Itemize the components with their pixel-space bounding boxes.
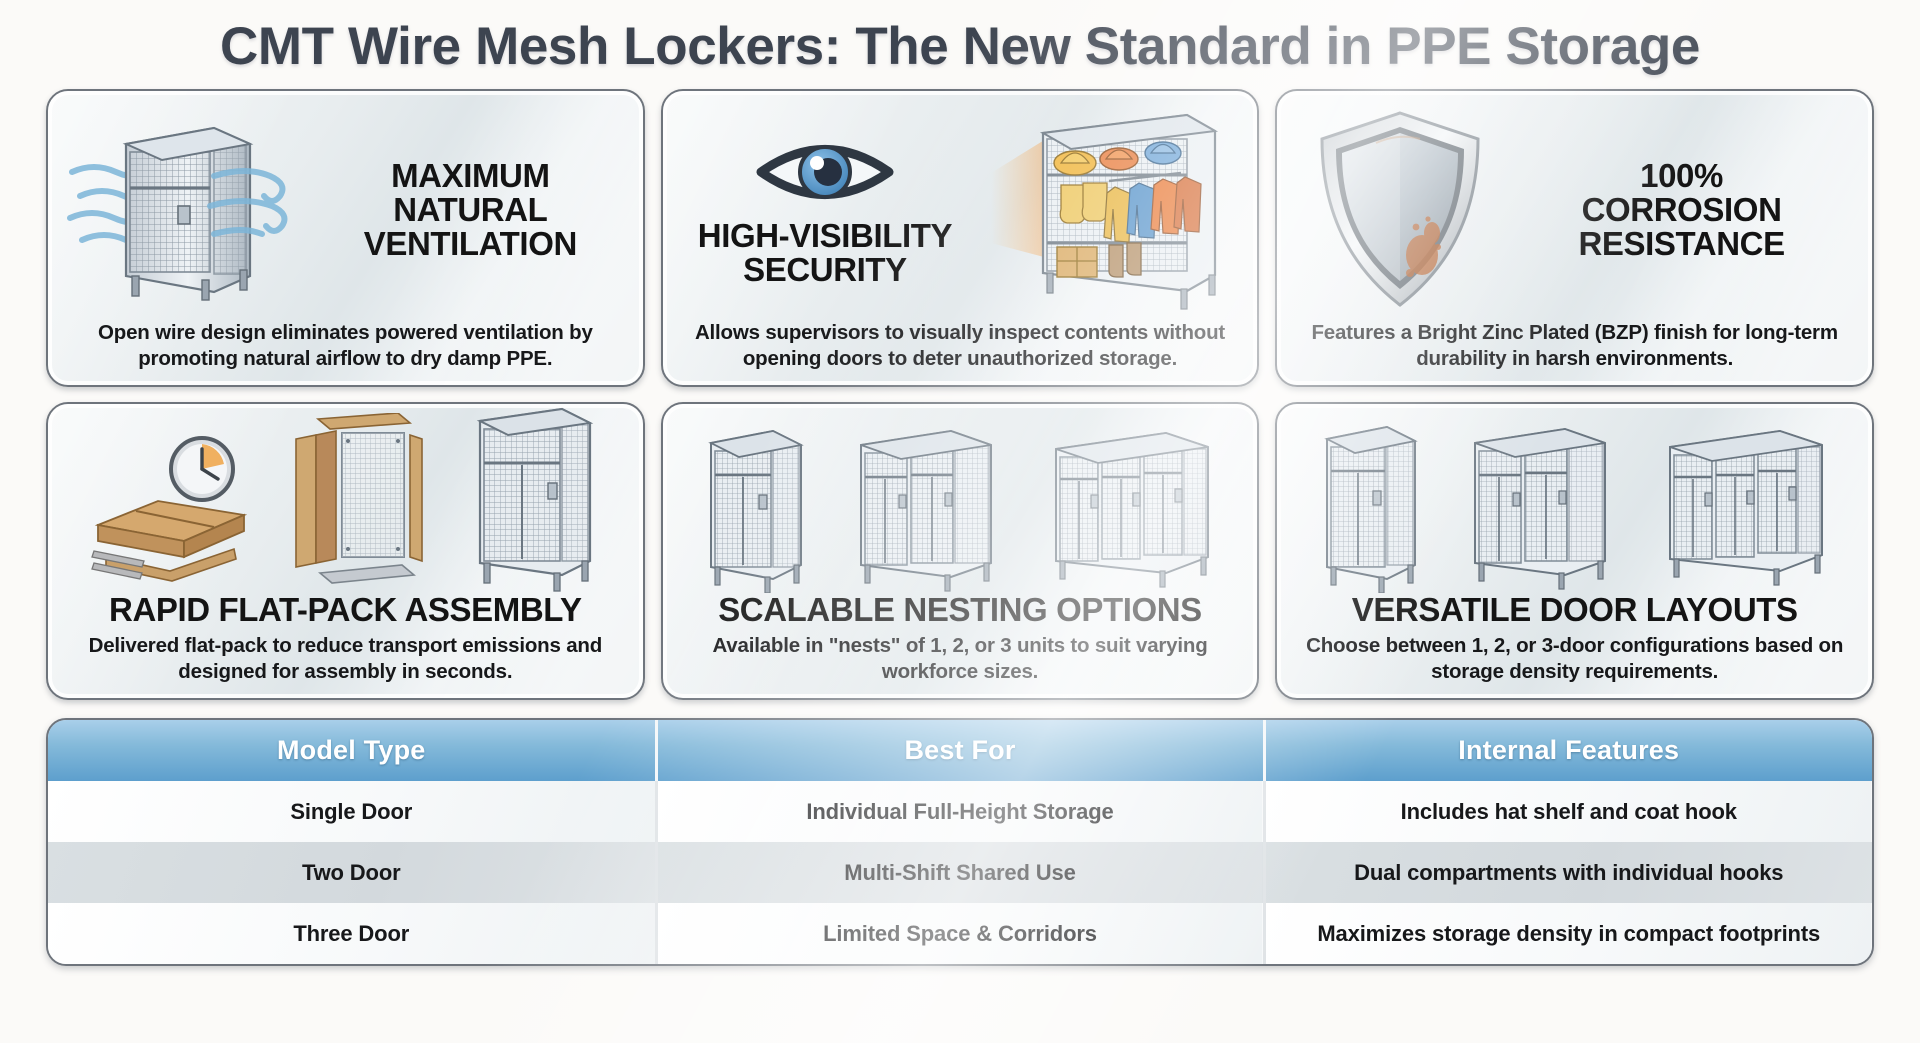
card-art (663, 404, 1258, 594)
bottom-rail (318, 564, 417, 585)
exploded-panels-icon (295, 413, 424, 585)
model-comparison-table: Model Type Best For Internal Features Si… (46, 718, 1874, 966)
card-heading: 100% CORROSION RESISTANCE (1578, 156, 1785, 262)
feature-card-rapid-flat-pack-assembly[interactable]: RAPID FLAT-PACK ASSEMBLY Delivered flat-… (46, 402, 645, 700)
eye-icon (756, 144, 894, 199)
card-heading: MAXIMUM NATURAL VENTILATION (363, 156, 578, 262)
column-header-best-for[interactable]: Best For (656, 720, 1266, 781)
card-heading: VERSATILE DOOR LAYOUTS (1351, 591, 1798, 629)
cell-internal-features: Dual compartments with individual hooks (1264, 842, 1872, 903)
cell-internal-features: Includes hat shelf and coat hook (1264, 781, 1872, 842)
card-art: 100% CORROSION RESISTANCE (1277, 91, 1872, 320)
single-unit-nest-icon (708, 430, 805, 594)
column-header-model-type[interactable]: Model Type (48, 720, 658, 781)
side-panel-right (409, 434, 424, 563)
page-title: CMT Wire Mesh Lockers: The New Standard … (220, 17, 1700, 76)
card-art (1277, 404, 1872, 594)
card-art: HIGH-VISIBILITY SECURITY (663, 91, 1258, 320)
cell-best-for: Limited Space & Corridors (656, 903, 1266, 964)
table-row: Two Door Multi-Shift Shared Use Dual com… (48, 842, 1872, 903)
heading-line: VENTILATION (363, 224, 578, 262)
card-heading: SCALABLE NESTING OPTIONS (718, 591, 1202, 629)
card-footer: Allows supervisors to visually inspect c… (663, 320, 1258, 385)
card-footer: SCALABLE NESTING OPTIONS Available in "n… (663, 593, 1258, 698)
heading-line: MAXIMUM (391, 156, 550, 194)
heading-line: HIGH-VISIBILITY (697, 216, 953, 254)
heading-line: RESISTANCE (1578, 224, 1785, 262)
feature-card-high-visibility-security[interactable]: HIGH-VISIBILITY SECURITY (660, 89, 1260, 387)
heading-line: CORROSION (1581, 190, 1782, 228)
two-door-locker-icon (1474, 428, 1607, 590)
gloves (1059, 181, 1109, 224)
assembled-locker-icon (477, 408, 594, 592)
feature-card-versatile-door-layouts[interactable]: VERSATILE DOOR LAYOUTS Choose between 1,… (1275, 402, 1874, 700)
cell-model-type: Two Door (48, 842, 658, 903)
cell-best-for: Multi-Shift Shared Use (656, 842, 1266, 903)
card-description: Open wire design eliminates powered vent… (98, 321, 593, 370)
table-row: Three Door Limited Space & Corridors Max… (48, 903, 1872, 964)
feature-card-scalable-nesting-options[interactable]: SCALABLE NESTING OPTIONS Available in "n… (660, 402, 1260, 700)
cell-model-type: Single Door (48, 781, 658, 842)
clock-and-flatpack-boxes-icon (91, 436, 248, 583)
feature-card-maximum-natural-ventilation[interactable]: MAXIMUM NATURAL VENTILATION Open wire de… (46, 89, 645, 387)
card-description: Choose between 1, 2, or 3-door configura… (1306, 634, 1844, 683)
card-footer: Open wire design eliminates powered vent… (48, 320, 643, 385)
locker-body (122, 126, 254, 301)
wire-mesh-locker-with-airflow-icon (67, 126, 288, 301)
card-art (48, 404, 643, 593)
card-footer: VERSATILE DOOR LAYOUTS Choose between 1,… (1277, 593, 1872, 698)
feature-card-grid: MAXIMUM NATURAL VENTILATION Open wire de… (46, 89, 1874, 700)
cell-model-type: Three Door (48, 903, 658, 964)
one-door-locker-icon (1324, 426, 1418, 594)
table-row: Single Door Individual Full-Height Stora… (48, 781, 1872, 842)
top-rail (316, 413, 413, 431)
three-unit-nest-icon (1055, 432, 1210, 588)
heading-line: SECURITY (743, 250, 907, 288)
heading-line: NATURAL (393, 190, 548, 228)
heading-line: 100% (1640, 156, 1723, 194)
card-description: Features a Bright Zinc Plated (BZP) fini… (1311, 321, 1838, 370)
card-art: MAXIMUM NATURAL VENTILATION (48, 91, 643, 320)
three-door-locker-icon (1669, 430, 1824, 586)
two-unit-nest-icon (860, 430, 993, 592)
card-footer: Features a Bright Zinc Plated (BZP) fini… (1277, 320, 1872, 385)
column-header-internal-features[interactable]: Internal Features (1264, 720, 1872, 781)
card-description: Available in "nests" of 1, 2, or 3 units… (712, 634, 1208, 683)
shield-with-rust-icon (1320, 111, 1480, 307)
card-description: Allows supervisors to visually inspect c… (694, 321, 1226, 370)
table-header-row: Model Type Best For Internal Features (48, 720, 1872, 781)
side-panel-left (295, 434, 318, 569)
stocked-locker-icon (991, 113, 1219, 310)
card-heading: RAPID FLAT-PACK ASSEMBLY (109, 591, 582, 629)
cell-best-for: Individual Full-Height Storage (656, 781, 1266, 842)
clock-icon (169, 436, 236, 503)
cell-internal-features: Maximizes storage density in compact foo… (1264, 903, 1872, 964)
card-description: Delivered flat-pack to reduce transport … (88, 634, 603, 683)
flatpack-boxes (91, 500, 248, 583)
card-footer: RAPID FLAT-PACK ASSEMBLY Delivered flat-… (48, 593, 643, 698)
feature-card-corrosion-resistance[interactable]: 100% CORROSION RESISTANCE Features a Bri… (1275, 89, 1874, 387)
card-heading: HIGH-VISIBILITY SECURITY (697, 216, 953, 288)
